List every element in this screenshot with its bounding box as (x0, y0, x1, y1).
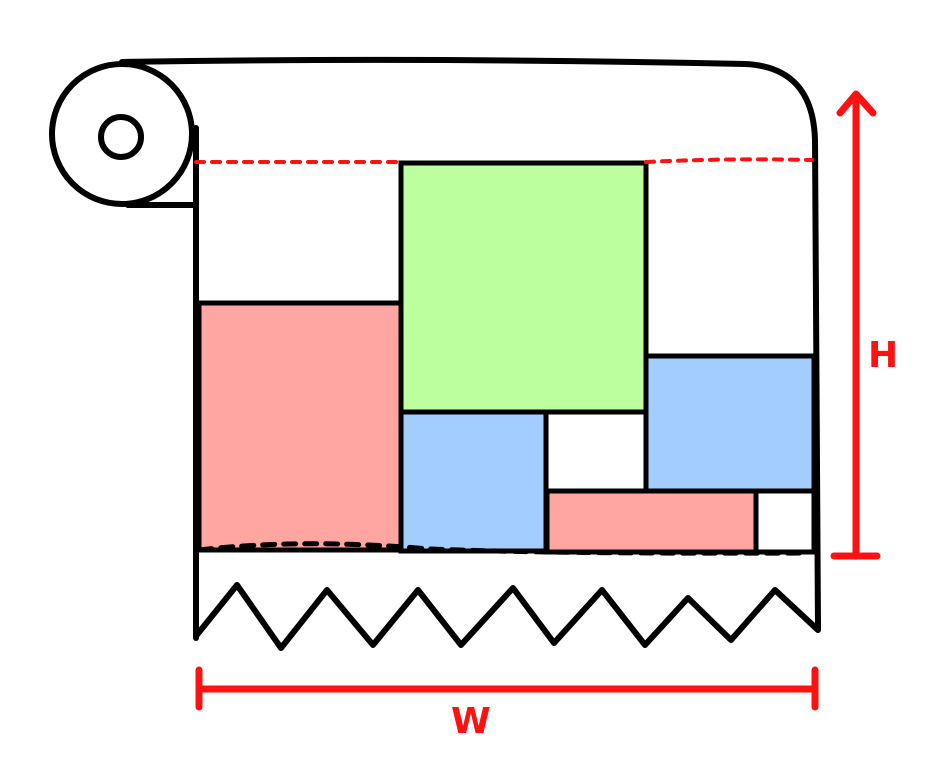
green-piece (398, 160, 649, 415)
red-piece-large (196, 300, 405, 553)
blue-piece-bottom-middle (398, 409, 549, 554)
height-arrow (830, 90, 881, 560)
width-arrow (195, 666, 819, 711)
width-label: W (451, 701, 491, 742)
top-boundary-dashed-line (194, 157, 814, 164)
roll-core-circle (98, 114, 144, 160)
bottom-boundary-dashed-line (197, 541, 811, 556)
empty-gap-right (753, 488, 817, 555)
roll-circle (49, 61, 195, 207)
blue-piece-right (643, 353, 817, 494)
empty-gap-middle (543, 409, 649, 494)
height-label: H (868, 335, 898, 376)
red-piece-small (544, 488, 759, 555)
paper-sheet-outline (119, 56, 821, 631)
torn-edge (193, 582, 821, 651)
